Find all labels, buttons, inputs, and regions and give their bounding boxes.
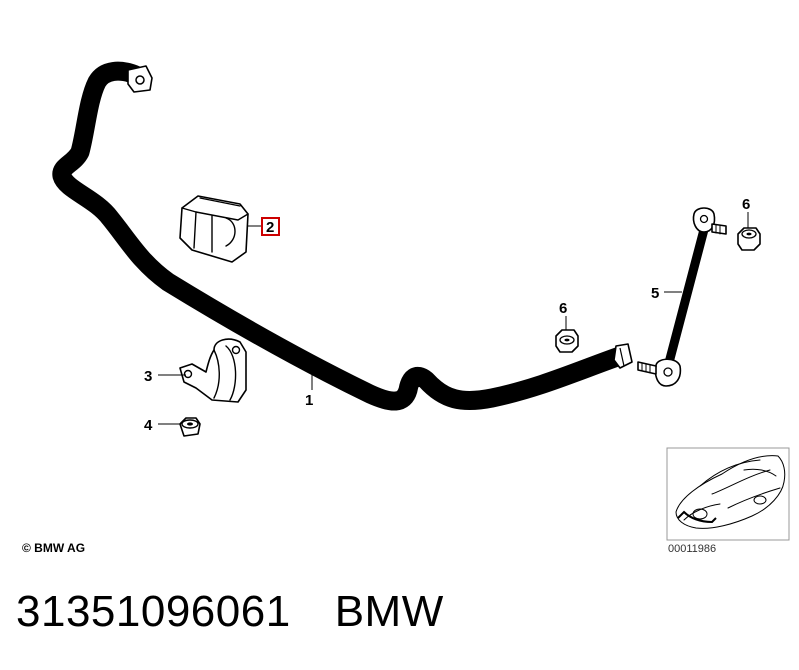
- product-caption: 31351096061 BMW: [16, 582, 444, 642]
- callout-2[interactable]: 2: [266, 219, 274, 236]
- stabilizer-bar[interactable]: [52, 61, 633, 411]
- vehicle-location-inset: [666, 447, 790, 541]
- callout-1[interactable]: 1: [305, 392, 313, 409]
- callout-6-upper[interactable]: 6: [742, 196, 750, 213]
- part-number: 31351096061: [16, 587, 291, 636]
- collar-nut[interactable]: [179, 417, 201, 437]
- copyright-notice: © BMW AG: [22, 541, 86, 555]
- callout-2-highlight-box: [261, 217, 280, 236]
- brand-name: BMW: [334, 587, 444, 636]
- rubber-mounting-bush[interactable]: [179, 195, 249, 263]
- callout-5[interactable]: 5: [651, 285, 659, 302]
- collar-nut-middle[interactable]: [555, 329, 579, 353]
- callout-3[interactable]: 3: [144, 368, 152, 385]
- bracket[interactable]: [179, 338, 247, 403]
- diagram-image-number: 00011986: [668, 543, 717, 555]
- callout-4[interactable]: 4: [144, 417, 153, 434]
- stabilizer-link[interactable]: [637, 207, 727, 387]
- callout-6-middle[interactable]: 6: [559, 300, 567, 317]
- collar-nut-upper[interactable]: [737, 227, 761, 251]
